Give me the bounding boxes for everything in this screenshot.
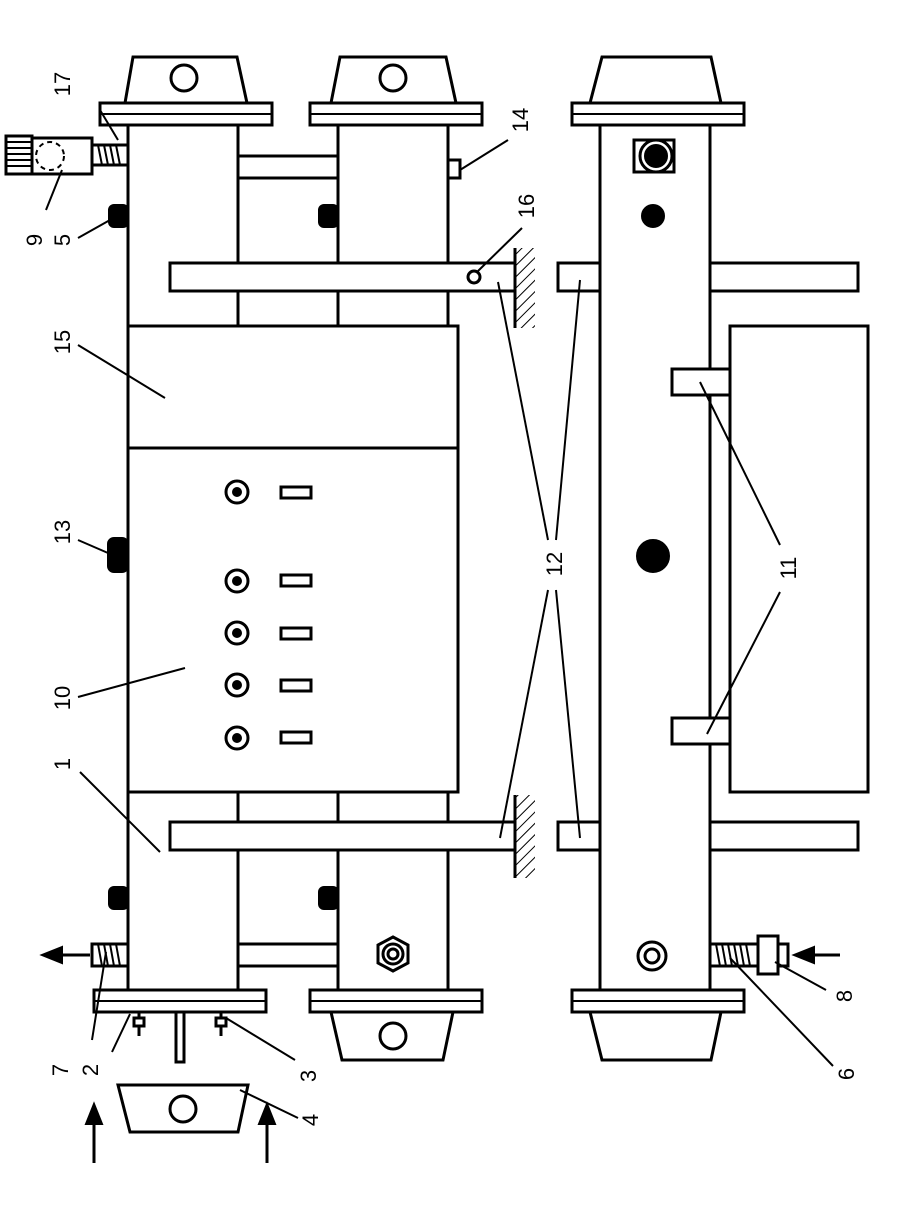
inflow-arrow-right xyxy=(257,1101,277,1125)
bracket-11-bottom xyxy=(670,716,732,746)
top-connector-rod xyxy=(236,154,340,180)
support-bar-top xyxy=(168,261,517,293)
side-support-bottom-right xyxy=(702,820,860,852)
electrodes xyxy=(132,1010,228,1064)
bottom-connector-rod xyxy=(236,942,340,968)
side-top-cap xyxy=(588,55,723,105)
label-2: 2 xyxy=(78,1064,103,1076)
union-8 xyxy=(756,934,780,976)
leader-lines xyxy=(45,109,834,1119)
label-17: 17 xyxy=(50,72,75,96)
switch-2 xyxy=(279,573,313,588)
label-5: 5 xyxy=(50,234,75,246)
side-bottom-cap xyxy=(588,1010,723,1062)
bracket-11-top xyxy=(670,367,732,397)
label-8: 8 xyxy=(832,990,857,1002)
label-7: 7 xyxy=(48,1064,73,1076)
control-panel xyxy=(224,479,313,751)
knob-tube-a-bottom xyxy=(108,886,129,910)
inflow-arrows xyxy=(84,1101,277,1163)
knob-13 xyxy=(107,537,129,573)
switch-1 xyxy=(279,485,313,500)
valve-body xyxy=(30,136,94,176)
label-15: 15 xyxy=(50,330,75,354)
label-1: 1 xyxy=(50,758,75,770)
knob-5-tube-a-top xyxy=(108,204,129,228)
side-box xyxy=(728,324,870,794)
right-assembly xyxy=(556,55,870,1062)
side-dot-small xyxy=(641,204,665,228)
knob-tube-b-top xyxy=(318,204,339,228)
switch-3 xyxy=(279,626,313,641)
housing-15 xyxy=(126,324,460,450)
left-assembly xyxy=(4,55,535,1163)
part-labels: 17 9 5 15 13 10 1 7 2 3 4 14 16 12 11 8 … xyxy=(22,72,859,1126)
center-rod xyxy=(174,1010,186,1064)
tube-a-top-cap-hole xyxy=(169,63,199,93)
support-bar-bottom xyxy=(168,820,517,852)
side-support-top-right xyxy=(702,261,860,293)
switch-5 xyxy=(279,730,313,745)
side-port xyxy=(644,144,668,168)
pivot-16 xyxy=(466,269,482,285)
valve-9-circle xyxy=(35,141,65,171)
label-11: 11 xyxy=(776,557,801,580)
label-14: 14 xyxy=(508,108,533,132)
ground-hatch-top xyxy=(515,248,535,328)
inflow-arrow-left xyxy=(84,1101,104,1125)
port-14 xyxy=(446,158,462,180)
label-13: 13 xyxy=(50,520,75,544)
label-4: 4 xyxy=(298,1114,323,1126)
switch-4 xyxy=(279,678,313,693)
label-6: 6 xyxy=(834,1068,859,1080)
ground-hatch-bottom xyxy=(515,795,535,878)
label-9: 9 xyxy=(22,234,47,246)
label-10: 10 xyxy=(50,686,75,710)
tube-b-bottom-cap-hole xyxy=(378,1021,408,1051)
removed-end-cap-hole xyxy=(168,1094,198,1124)
label-12: 12 xyxy=(542,552,567,576)
inflow-arrow-side xyxy=(791,945,815,965)
outflow-arrow xyxy=(39,945,63,965)
label-16: 16 xyxy=(514,194,539,218)
tube-b-top-cap-hole xyxy=(378,63,408,93)
label-3: 3 xyxy=(296,1070,321,1082)
knob-tube-b-bottom xyxy=(318,886,339,910)
side-dot-large xyxy=(636,539,670,573)
